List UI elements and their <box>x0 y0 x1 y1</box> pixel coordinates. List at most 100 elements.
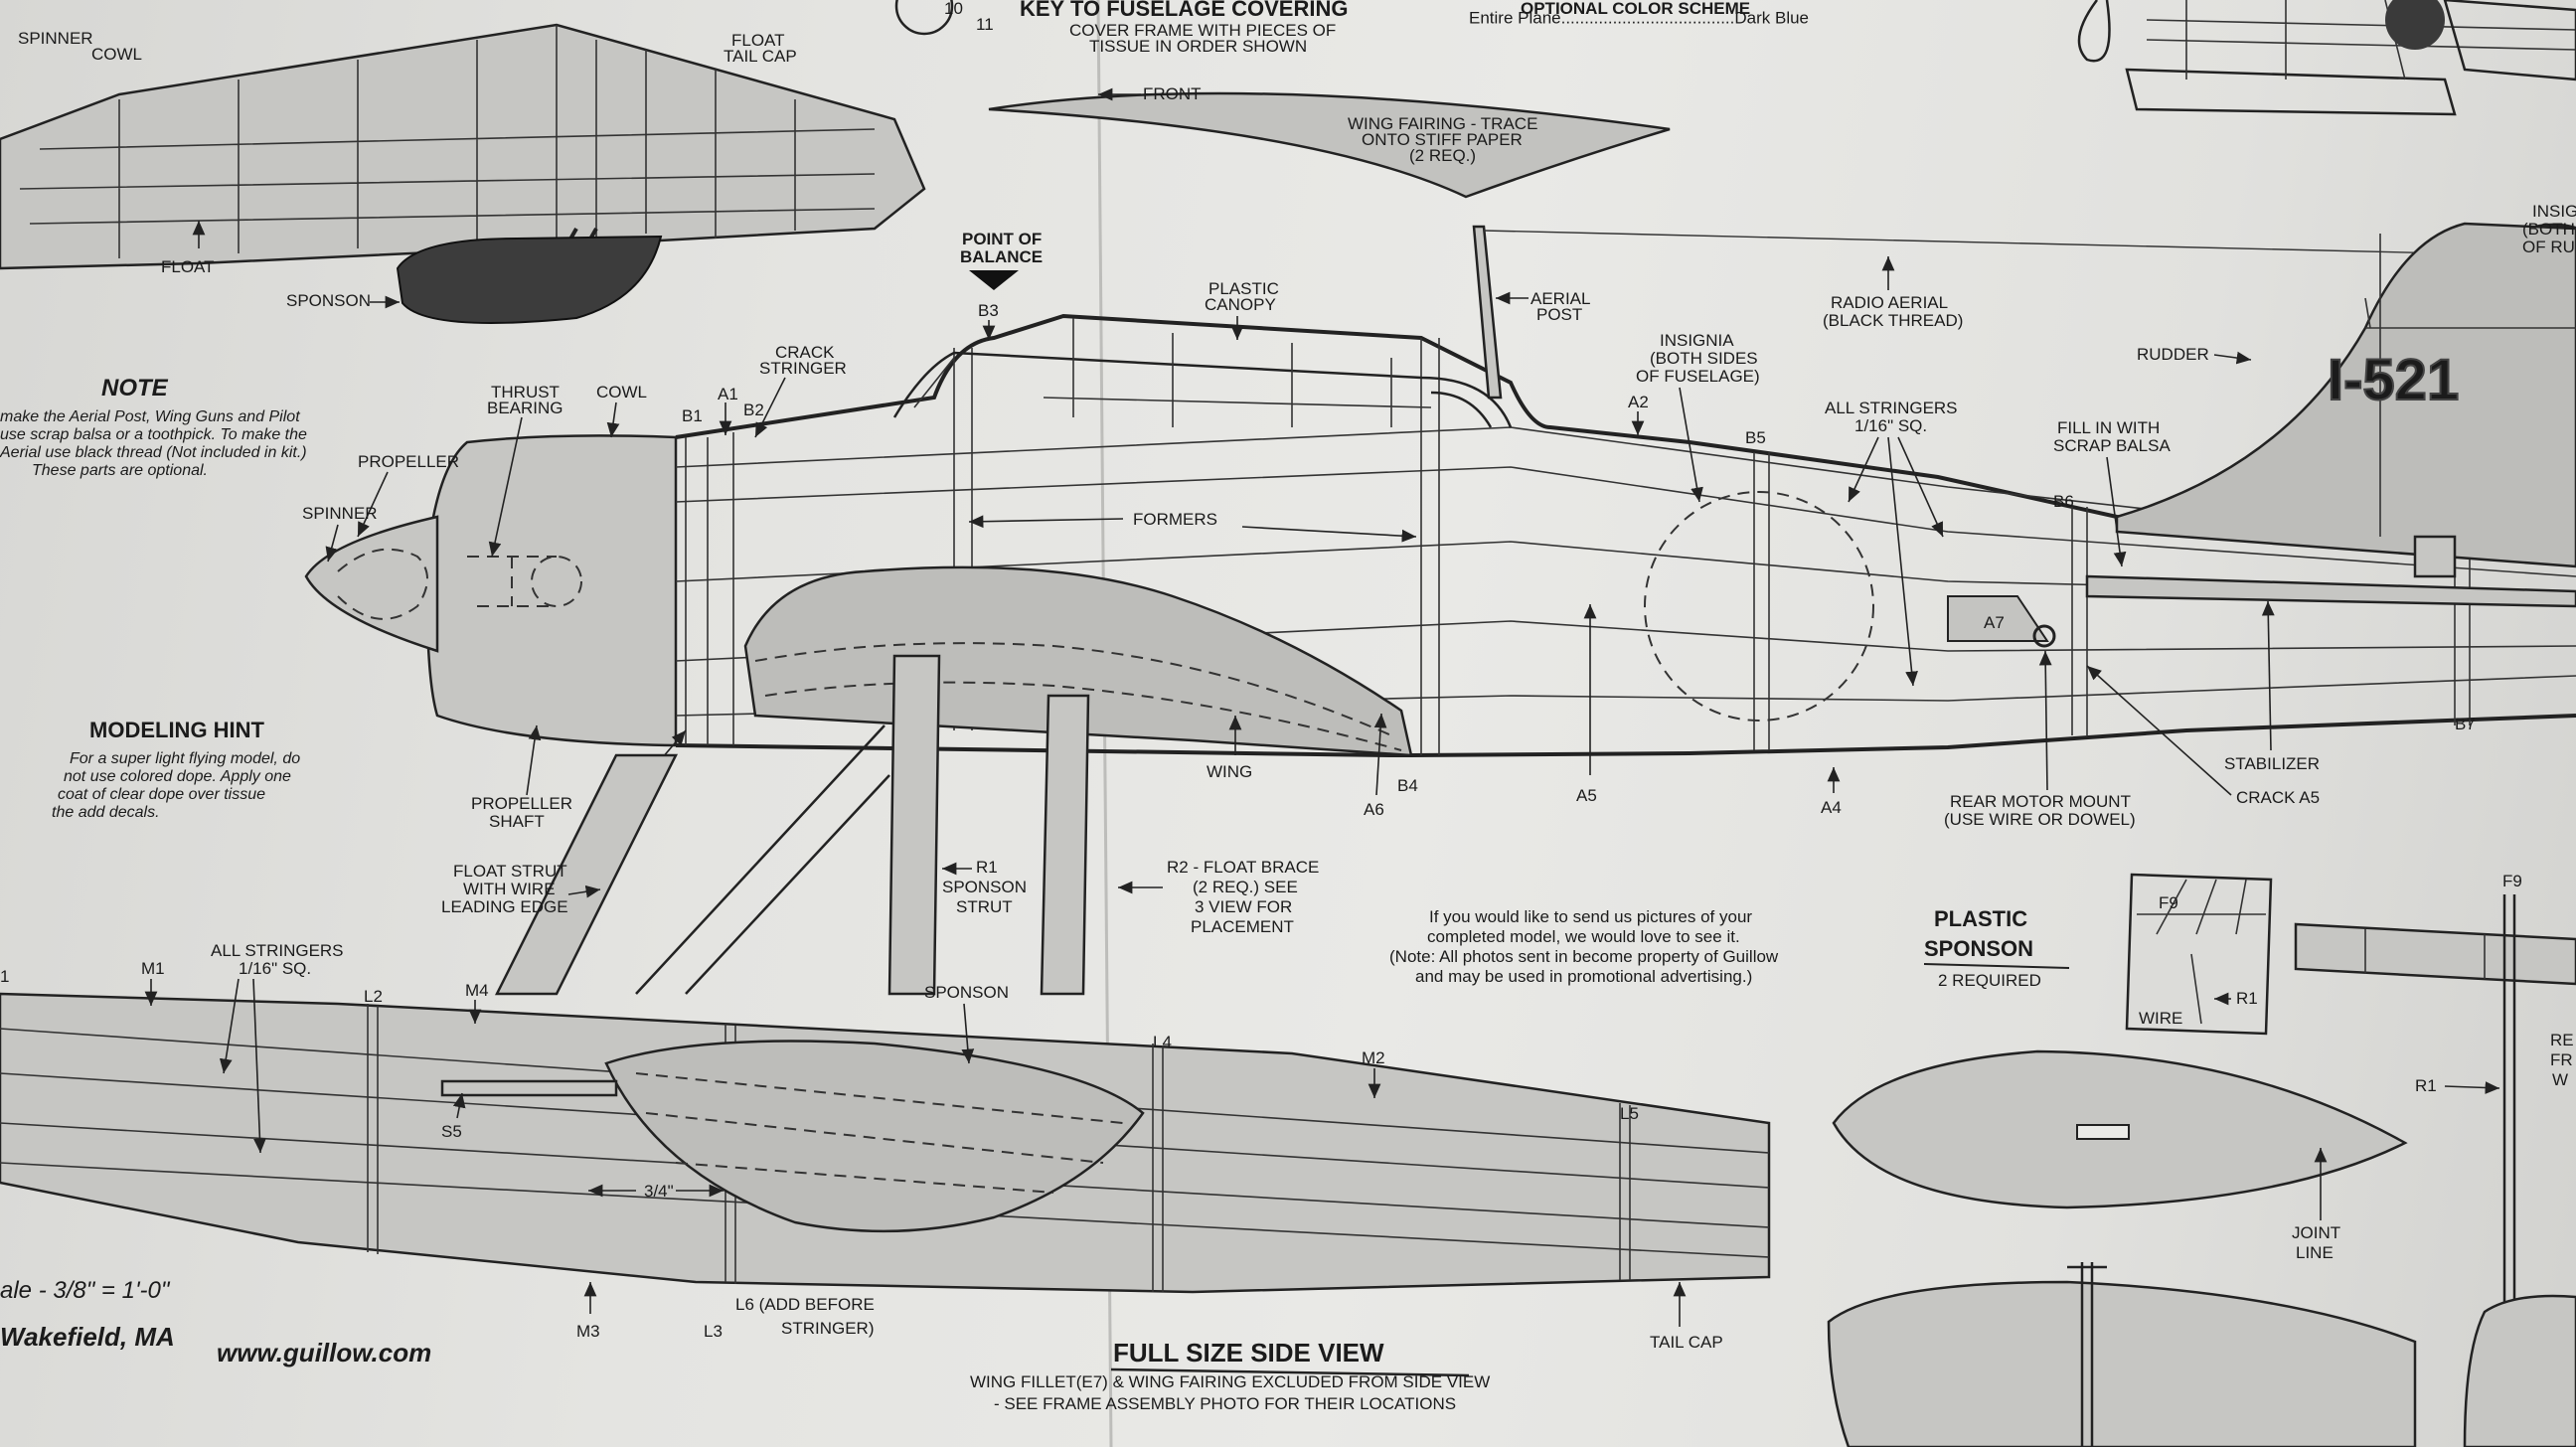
key-title: KEY TO FUSELAGE COVERING <box>1020 0 1348 21</box>
right-cut-label-3: W <box>2552 1070 2568 1089</box>
detail-wire-label: WIRE <box>2139 1009 2182 1028</box>
plastic-sponson-title-2: SPONSON <box>1924 936 2033 961</box>
note-line-4: These parts are optional. <box>32 462 208 479</box>
photos-line-4: and may be used in promotional advertisi… <box>1415 967 1752 986</box>
float-label-1: 1 <box>0 967 9 986</box>
a7-label: A7 <box>1984 613 2005 632</box>
aerial-post-1: AERIAL <box>1530 289 1590 308</box>
float-strut-1: FLOAT STRUT <box>453 862 567 881</box>
r2-label-1: R2 - FLOAT BRACE <box>1167 858 1319 877</box>
b6-label: B6 <box>2053 492 2074 511</box>
rear-mount-1: REAR MOTOR MOUNT <box>1950 792 2131 811</box>
note-line-1: make the Aerial Post, Wing Guns and Pilo… <box>0 408 300 425</box>
r2-label-4: PLACEMENT <box>1191 917 1294 936</box>
note-line-2: use scrap balsa or a toothpick. To make … <box>0 426 307 443</box>
fairing-label-3: (2 REQ.) <box>1409 146 1476 165</box>
rudder-label: RUDDER <box>2137 345 2209 364</box>
footer-note-2: - SEE FRAME ASSEMBLY PHOTO FOR THEIR LOC… <box>994 1394 1456 1413</box>
r2-label-2: (2 REQ.) SEE <box>1193 878 1298 896</box>
tail-number: I-521 <box>2328 348 2459 412</box>
plastic-sponson-title-1: PLASTIC <box>1934 906 2027 931</box>
tail-cap-label: TAIL CAP <box>1650 1333 1723 1352</box>
point-of-balance-2: BALANCE <box>960 247 1043 266</box>
hint-line-3: coat of clear dope over tissue <box>58 786 265 803</box>
iso-float-tail-cap-label-1: FLOAT <box>731 31 785 50</box>
right-f9-label: F9 <box>2502 872 2522 890</box>
m2-label: M2 <box>1362 1048 1385 1067</box>
scale-label: ale - 3/8" = 1'-0" <box>0 1277 171 1304</box>
r2-label-3: 3 VIEW FOR <box>1195 897 1292 916</box>
note-line-3: Aerial use black thread (Not included in… <box>0 444 307 461</box>
formers-label: FORMERS <box>1133 510 1217 529</box>
r1-strut-2: SPONSON <box>942 878 1027 896</box>
key-number-10: 10 <box>944 0 963 18</box>
insignia-right-1: INSIG <box>2532 202 2576 221</box>
iso-float-tail-cap-label-2: TAIL CAP <box>724 47 797 66</box>
m3-label: M3 <box>576 1322 600 1341</box>
detail-r1-label: R1 <box>2236 989 2258 1008</box>
fuselage-labels: POINT OF BALANCE B3 PLASTIC CANOPY CRACK… <box>302 202 2576 831</box>
aerial-post-2: POST <box>1536 305 1582 324</box>
b1-label: B1 <box>682 406 703 425</box>
all-stringers-1: ALL STRINGERS <box>1825 399 1958 417</box>
l3-label: L3 <box>704 1322 723 1341</box>
float-stringers-2: 1/16" SQ. <box>239 959 311 978</box>
spinner-label: SPINNER <box>302 504 378 523</box>
cowl-label: COWL <box>596 383 647 402</box>
l6-label-1: L6 (ADD BEFORE <box>735 1295 875 1314</box>
wing-fairing-template: FRONT WING FAIRING - TRACE ONTO STIFF PA… <box>988 84 1671 199</box>
b4-label: B4 <box>1397 776 1418 795</box>
footer: ale - 3/8" = 1'-0" Wakefield, MA www.gui… <box>0 1277 1490 1413</box>
fairing-label-1: WING FAIRING - TRACE <box>1348 114 1537 133</box>
iso-float-label: FLOAT <box>161 257 215 276</box>
modeling-hint: MODELING HINT For a super light flying m… <box>52 718 300 821</box>
iso-float-shape <box>396 235 663 324</box>
key-number-11: 11 <box>976 15 994 34</box>
hint-line-2: not use colored dope. Apply one <box>64 768 291 785</box>
photos-line-3: (Note: All photos sent in become propert… <box>1389 947 1779 966</box>
b3-label: B3 <box>978 301 999 320</box>
covering-key: 10 11 KEY TO FUSELAGE COVERING COVER FRA… <box>894 0 1348 56</box>
key-sub-1: COVER FRAME WITH PIECES OF <box>1069 21 1336 40</box>
radio-aerial-1: RADIO AERIAL <box>1831 293 1948 312</box>
plastic-canopy-2: CANOPY <box>1205 295 1276 314</box>
insignia-right-3: OF RU <box>2522 238 2575 256</box>
float-strut-2: WITH WIRE <box>463 880 556 898</box>
insignia-right-2: (BOTH <box>2522 220 2575 239</box>
side-view-title: FULL SIZE SIDE VIEW <box>1113 1338 1384 1367</box>
wing-label: WING <box>1207 762 1252 781</box>
float-stringers-1: ALL STRINGERS <box>211 941 344 960</box>
float-struts: FLOAT STRUT WITH WIRE LEADING EDGE R1 SP… <box>441 654 1319 996</box>
photos-line-1: If you would like to send us pictures of… <box>1429 907 1752 926</box>
plastic-sponson-sub: 2 REQUIRED <box>1938 971 2041 990</box>
insignia-3: OF FUSELAGE) <box>1636 367 1760 386</box>
b7-label: B7 <box>2455 715 2476 733</box>
point-of-balance-1: POINT OF <box>962 230 1042 248</box>
balance-marker <box>969 270 1019 290</box>
s5-label: S5 <box>441 1122 462 1141</box>
iso-sponson-label: SPONSON <box>286 291 371 310</box>
iso-spinner-label: SPINNER <box>18 29 93 48</box>
float-side-view: 1 M1 ALL STRINGERS 1/16" SQ. L2 M4 SPONS… <box>0 941 1771 1352</box>
photos-note: If you would like to send us pictures of… <box>1389 907 1779 986</box>
a4-label: A4 <box>1821 798 1842 817</box>
l6-label-2: STRINGER) <box>781 1319 875 1338</box>
a2-label: A2 <box>1628 393 1649 411</box>
website-label: www.guillow.com <box>217 1338 431 1367</box>
insignia-circle <box>1644 491 1874 722</box>
sponson-label: SPONSON <box>924 983 1009 1002</box>
r1-strut-3: STRUT <box>956 897 1013 916</box>
footer-note-1: WING FILLET(E7) & WING FAIRING EXCLUDED … <box>970 1372 1490 1391</box>
stabilizer-label: STABILIZER <box>2224 754 2320 773</box>
propeller-label: PROPELLER <box>358 452 459 471</box>
thrust-bearing-2: BEARING <box>487 399 564 417</box>
a6-label: A6 <box>1364 800 1384 819</box>
m1-label: M1 <box>141 959 165 978</box>
iso-frame-view: SPINNER COWL FLOAT TAIL CAP FLOAT SPONSO… <box>0 23 926 324</box>
note-block: NOTE make the Aerial Post, Wing Guns and… <box>0 375 307 479</box>
fuselage-side-view: I-521 <box>304 222 2576 757</box>
key-sub-2: TISSUE IN ORDER SHOWN <box>1089 37 1307 56</box>
radio-aerial-2: (BLACK THREAD) <box>1823 311 1963 330</box>
r1-strut-1: R1 <box>976 858 998 877</box>
